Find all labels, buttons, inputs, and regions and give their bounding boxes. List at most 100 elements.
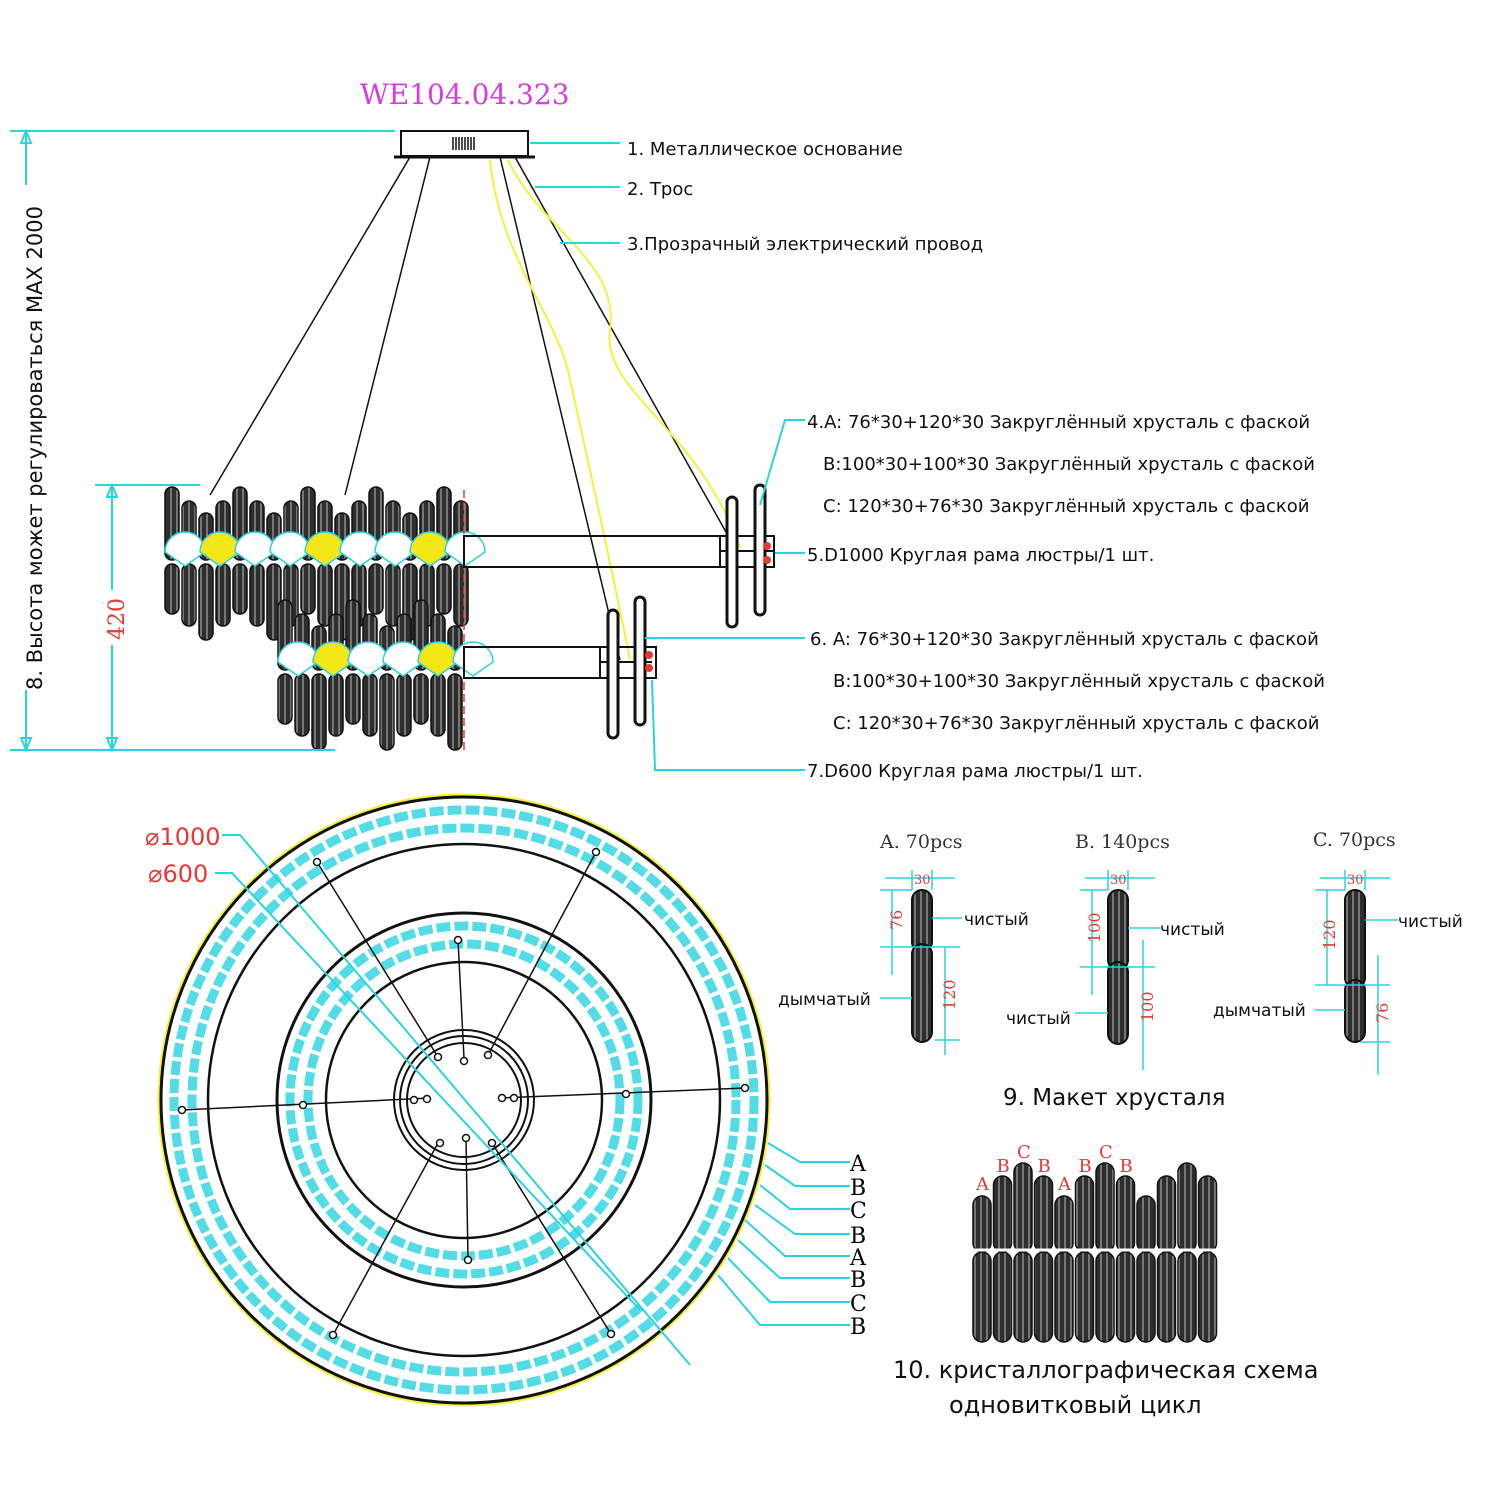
cycle-sequence-label: B bbox=[1079, 1156, 1092, 1177]
crystal-rod bbox=[294, 673, 310, 737]
crystal-ring-outer-1 bbox=[169, 805, 759, 1395]
outer-ring-d1000 bbox=[159, 795, 769, 1405]
callout-leaders bbox=[530, 142, 805, 771]
support-spokes bbox=[177, 847, 750, 1340]
cycle-crystal-top bbox=[992, 1175, 1013, 1253]
cycle-sequence-label: C bbox=[1099, 1142, 1113, 1163]
ring-label: B bbox=[850, 1268, 866, 1293]
diameter-leaders bbox=[215, 834, 691, 1366]
crystal-rod bbox=[413, 673, 429, 725]
callout-1: 1. Металлическое основание bbox=[627, 139, 903, 160]
crystal-ring-outer-2 bbox=[187, 823, 741, 1377]
crystal-rod bbox=[345, 673, 361, 725]
cycle-crystal-top bbox=[1136, 1195, 1156, 1253]
cycle-title-line2: одновитковый цикл bbox=[949, 1391, 1202, 1419]
callout-2: 2. Трос bbox=[627, 179, 693, 200]
ring-label: C bbox=[850, 1292, 867, 1317]
side-view: WE104.04.323 bbox=[10, 78, 1325, 782]
crystal-rod bbox=[300, 563, 316, 615]
crystal-bead bbox=[234, 531, 276, 567]
cycle-crystal-bottom bbox=[1115, 1251, 1136, 1343]
callout-4c: C: 120*30+76*30 Закруглённый хрусталь с … bbox=[823, 496, 1309, 517]
cycle-crystal-top bbox=[1013, 1162, 1033, 1253]
crystal-rod bbox=[436, 563, 452, 615]
callout-4b: B:100*30+100*30 Закруглённый хрусталь с … bbox=[823, 454, 1315, 475]
cycle-crystal-top bbox=[1054, 1195, 1074, 1253]
callout-labels: 1. Металлическое основание 2. Трос 3.Про… bbox=[627, 139, 1325, 782]
crystal-ring-inner-2 bbox=[303, 939, 625, 1261]
callout-3: 3.Прозрачный электрический провод bbox=[627, 234, 983, 255]
crystal-rod bbox=[277, 673, 293, 725]
crystal-rod bbox=[164, 563, 180, 615]
crystal-bead bbox=[339, 531, 381, 567]
crystal-rod bbox=[198, 563, 214, 641]
cycle-crystal-bottom bbox=[1054, 1251, 1074, 1343]
cycle-crystal-bottom bbox=[1197, 1251, 1218, 1343]
callout-5: 5.D1000 Круглая рама люстры/1 шт. bbox=[807, 545, 1154, 566]
ring-label: C bbox=[850, 1199, 867, 1224]
crystal-bead bbox=[409, 531, 451, 567]
ring-label: B bbox=[850, 1224, 866, 1249]
dim-top-length: 120 bbox=[1320, 919, 1339, 950]
diameter-600-label: ⌀600 bbox=[148, 860, 208, 888]
finish-label-bottom: чистый bbox=[1006, 1009, 1071, 1029]
crystal-rod bbox=[215, 563, 231, 627]
crystal-rod bbox=[181, 563, 197, 627]
crystal-rod bbox=[453, 563, 469, 627]
finish-label-top: чистый bbox=[964, 910, 1029, 930]
dim-bottom-length: 76 bbox=[1373, 1003, 1392, 1023]
cycle-title-line1: 10. кристаллографическая схема bbox=[893, 1356, 1318, 1384]
callout-6b: B:100*30+100*30 Закруглённый хрусталь с … bbox=[833, 671, 1325, 692]
crystal-rod bbox=[311, 673, 327, 751]
cycle-crystal-top bbox=[1156, 1175, 1177, 1253]
crystal-bead bbox=[347, 641, 389, 677]
dim-width: 30 bbox=[1347, 873, 1364, 888]
cycle-sequence-label: C bbox=[1017, 1142, 1031, 1163]
crystal-bead bbox=[382, 641, 424, 677]
cycle-crystal-bottom bbox=[1074, 1251, 1095, 1343]
cycle-crystal-top bbox=[1197, 1175, 1218, 1253]
callout-7: 7.D600 Круглая рама люстры/1 шт. bbox=[807, 761, 1143, 782]
crystal-type-name: C. 70pcs bbox=[1313, 829, 1396, 851]
dim-width: 30 bbox=[1110, 873, 1127, 888]
cycle-crystal-top bbox=[1095, 1162, 1115, 1253]
cycle-sequence-label: B bbox=[1038, 1156, 1051, 1177]
ring-label: B bbox=[850, 1176, 866, 1201]
cycle-sequence-label: B bbox=[997, 1156, 1010, 1177]
ring-label: B bbox=[850, 1315, 866, 1340]
suspension-cables bbox=[209, 156, 736, 661]
crystal-rod bbox=[396, 673, 412, 737]
cycle-sequence-label: B bbox=[1120, 1156, 1133, 1177]
dim-top-length: 76 bbox=[887, 910, 906, 930]
body-height-value: 420 bbox=[105, 598, 130, 640]
ring-label: A bbox=[849, 1246, 867, 1271]
cycle-crystal-top bbox=[1074, 1175, 1095, 1253]
diameter-1000-label: ⌀1000 bbox=[145, 823, 221, 851]
crystal-layout: A. 70pcs 76 120 30 чистый дымчатый B. 14 bbox=[778, 829, 1463, 1111]
crystal-rod bbox=[430, 673, 446, 737]
cycle-crystal-top bbox=[1033, 1175, 1054, 1253]
crystal-bead bbox=[199, 531, 241, 567]
crystal-ring-inner-1 bbox=[285, 921, 643, 1279]
crystal-type-c: C. 70pcs 120 76 30 чистый дымчатый bbox=[1213, 829, 1463, 1075]
ring-label: A bbox=[849, 1152, 867, 1177]
crystal-rod bbox=[379, 673, 395, 751]
cycle-crystal-bottom bbox=[1033, 1251, 1054, 1343]
crystal-type-name: A. 70pcs bbox=[879, 831, 963, 853]
model-code: WE104.04.323 bbox=[360, 78, 570, 111]
crystal-rod bbox=[447, 673, 463, 751]
crystal-type-a: A. 70pcs 76 120 30 чистый дымчатый bbox=[778, 831, 1029, 1055]
cycle-crystal-bottom bbox=[1013, 1251, 1033, 1343]
finish-label-top: чистый bbox=[1160, 920, 1225, 940]
crystal-rod bbox=[362, 673, 378, 737]
height-dimension bbox=[10, 128, 395, 753]
crystal-bead bbox=[164, 531, 206, 567]
lower-frame-d600 bbox=[463, 595, 657, 740]
crystal-bead bbox=[374, 531, 416, 567]
dim-top-length: 100 bbox=[1085, 912, 1104, 943]
finish-label-top: чистый bbox=[1398, 912, 1463, 932]
upper-frame-d1000 bbox=[463, 483, 775, 629]
cycle-crystal-bottom bbox=[1156, 1251, 1177, 1343]
